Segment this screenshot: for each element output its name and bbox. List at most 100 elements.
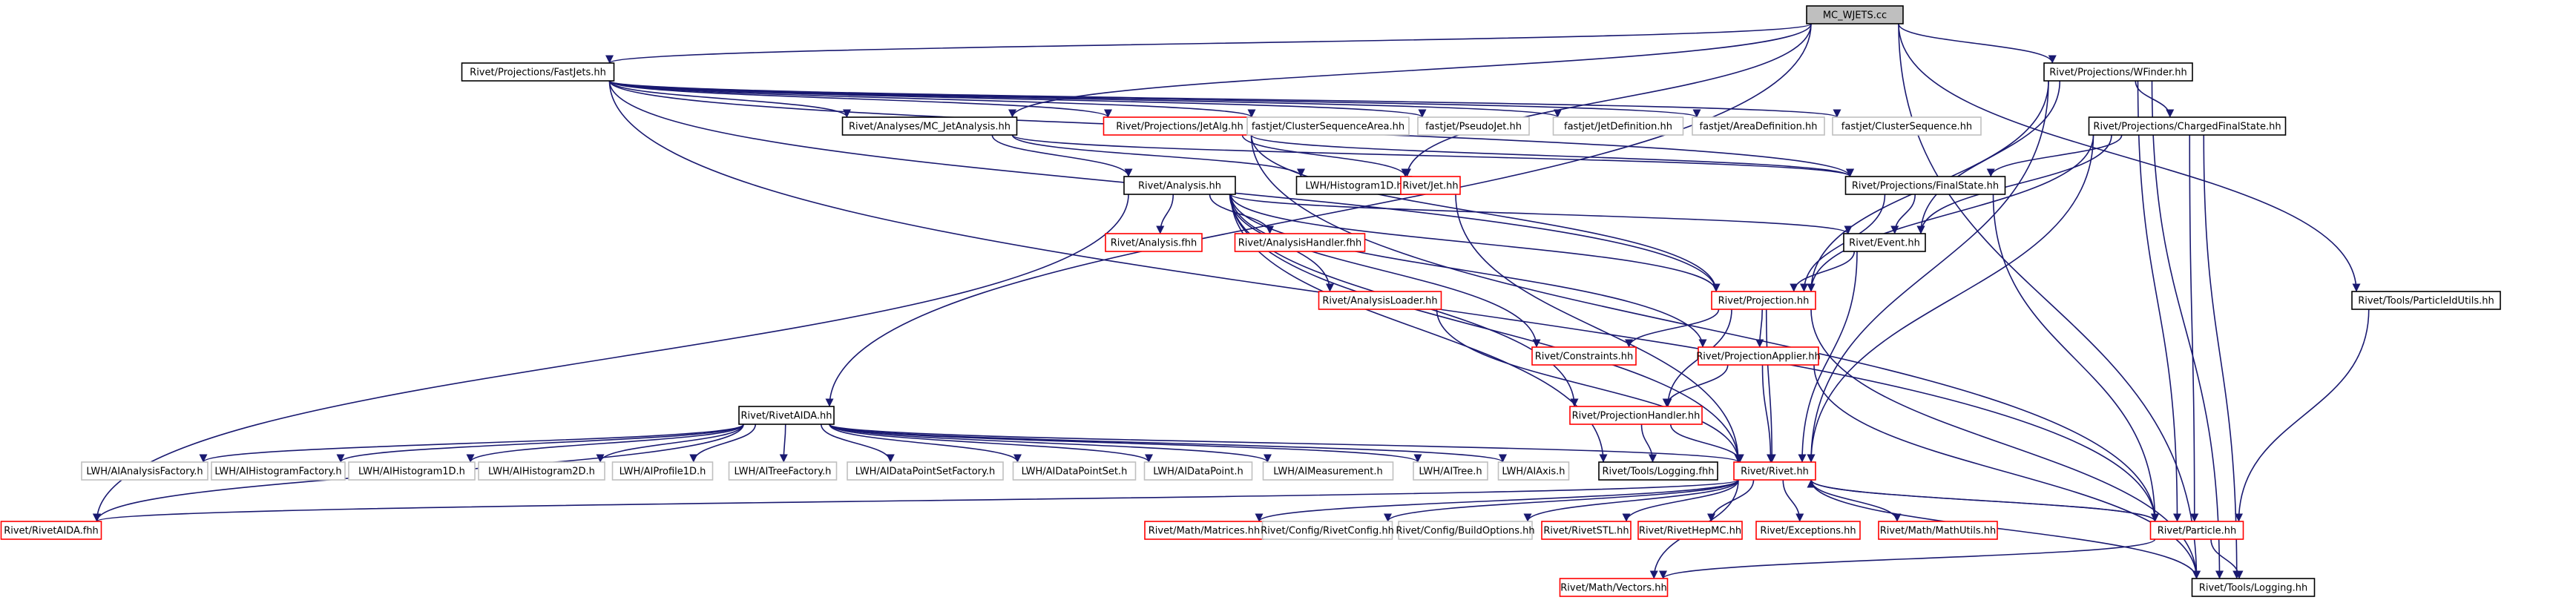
node-rivet[interactable]: Rivet/Rivet.hh: [1733, 461, 1816, 481]
dependency-edges: [92, 23, 2370, 579]
node-ai-dp[interactable]: LWH/AIDataPoint.h: [1143, 461, 1253, 481]
edge-rivetaida-to-ai_dp: [829, 424, 1153, 463]
node-ai-af[interactable]: LWH/AIAnalysisFactory.h: [81, 461, 208, 481]
node-particle[interactable]: Rivet/Particle.hh: [2149, 521, 2244, 540]
node-label: fastjet/AreaDefinition.hh: [1700, 122, 1818, 133]
node-ai-h1d[interactable]: LWH/AIHistogram1D.h: [348, 461, 476, 481]
node-box: [461, 62, 615, 82]
node-buildoptions[interactable]: Rivet/Config/BuildOptions.hh: [1396, 521, 1535, 540]
node-label: Rivet/Tools/Logging.hh: [2199, 583, 2307, 594]
node-analysisloader[interactable]: Rivet/AnalysisLoader.hh: [1318, 291, 1442, 310]
node-projhandler[interactable]: Rivet/ProjectionHandler.hh: [1569, 406, 1703, 425]
edge-analysis-to-event: [1230, 194, 1853, 234]
node-jetalg[interactable]: Rivet/Projections/JetAlg.hh: [1103, 116, 1257, 136]
node-analysis[interactable]: Rivet/Analysis.hh: [1123, 176, 1236, 195]
node-analysishandler-fhh[interactable]: Rivet/AnalysisHandler.fhh: [1234, 233, 1366, 252]
node-ai-axis[interactable]: LWH/AIAxis.h: [1497, 461, 1570, 481]
node-rivetaida[interactable]: Rivet/RivetAIDA.hh: [738, 406, 835, 425]
node-box: [2088, 116, 2287, 136]
node-label: Rivet/Event.hh: [1849, 238, 1920, 249]
node-fastjets[interactable]: Rivet/Projections/FastJets.hh: [461, 62, 615, 82]
node-ai-meas[interactable]: LWH/AIMeasurement.h: [1262, 461, 1394, 481]
edge-wfinder-to-chargedfs: [2135, 80, 2175, 118]
edge-rivetaida-to-ai_af: [199, 424, 744, 463]
edge-rivet-to-logging: [1810, 479, 2201, 579]
node-label: Rivet/Math/MathUtils.hh: [1880, 526, 1996, 537]
node-rivetconfig[interactable]: Rivet/Config/RivetConfig.hh: [1261, 521, 1394, 540]
edge-rivet-to-rivetstl: [1622, 479, 1739, 522]
node-lwh-h1d[interactable]: LWH/Histogram1D.h: [1295, 176, 1413, 195]
node-label: Rivet/AnalysisHandler.fhh: [1238, 238, 1362, 249]
node-ai-tf[interactable]: LWH/AITreeFactory.h: [728, 461, 838, 481]
edge-projapplier-to-logging: [1813, 364, 2201, 579]
node-ai-hf[interactable]: LWH/AIHistogramFactory.h: [211, 461, 346, 481]
node-analysis-fhh[interactable]: Rivet/Analysis.fhh: [1105, 233, 1203, 252]
node-vectors[interactable]: Rivet/Math/Vectors.hh: [1559, 578, 1669, 597]
node-box: [1318, 291, 1442, 310]
node-logging[interactable]: Rivet/Tools/Logging.hh: [2191, 578, 2316, 597]
edge-finalstate-to-event: [1890, 194, 1916, 234]
node-label: fastjet/JetDefinition.hh: [1564, 122, 1672, 133]
edge-wfinder-to-logging: [2151, 80, 2224, 579]
edge-mc_wjets-to-fastjets: [605, 23, 1812, 64]
node-ai-dpsf[interactable]: LWH/AIDataPointSetFactory.h: [847, 461, 1004, 481]
node-jetdef[interactable]: fastjet/JetDefinition.hh: [1552, 116, 1684, 136]
node-mathutils[interactable]: Rivet/Math/MathUtils.hh: [1878, 521, 1998, 540]
node-label: LWH/AIAnalysisFactory.h: [86, 467, 203, 478]
node-label: Rivet/RivetAIDA.hh: [740, 411, 832, 422]
edge-chargedfs-to-event: [1916, 134, 2112, 234]
node-box: [1234, 233, 1366, 252]
node-box: [1692, 116, 1825, 136]
edge-rivetaida-to-ai_meas: [829, 424, 1272, 463]
node-label: Rivet/Math/Vectors.hh: [1560, 583, 1667, 594]
node-box: [1246, 116, 1410, 136]
node-label: Rivet/Exceptions.hh: [1760, 526, 1856, 537]
edge-analysis-to-constraints: [1230, 194, 1541, 348]
edge-jetalg-to-projection: [1250, 134, 1721, 292]
node-rivetaida-fhh[interactable]: Rivet/RivetAIDA.fhh: [0, 521, 102, 540]
node-label: Rivet/ProjectionHandler.hh: [1572, 411, 1701, 422]
node-pseudojet[interactable]: fastjet/PseudoJet.hh: [1417, 116, 1530, 136]
node-chargedfs[interactable]: Rivet/Projections/ChargedFinalState.hh: [2088, 116, 2287, 136]
node-ai-dps[interactable]: LWH/AIDataPointSet.h: [1012, 461, 1137, 481]
node-constraints[interactable]: Rivet/Constraints.hh: [1531, 346, 1637, 366]
node-projapplier[interactable]: Rivet/ProjectionApplier.hh: [1696, 346, 1821, 366]
edge-mc_wjets-to-lwh_h1d: [1402, 23, 1812, 177]
node-wfinder[interactable]: Rivet/Projections/WFinder.hh: [2043, 62, 2193, 82]
node-exceptions[interactable]: Rivet/Exceptions.hh: [1755, 521, 1861, 540]
edge-fastjets-to-mc_jetanalysis: [608, 80, 851, 118]
node-rivethepmc[interactable]: Rivet/RivetHepMC.hh: [1637, 521, 1743, 540]
node-label: Rivet/Analyses/MC_JetAnalysis.hh: [849, 122, 1011, 133]
node-areadef[interactable]: fastjet/AreaDefinition.hh: [1692, 116, 1825, 136]
node-label: Rivet/Projections/JetAlg.hh: [1116, 122, 1243, 133]
node-ai-h2d[interactable]: LWH/AIHistogram2D.h: [478, 461, 605, 481]
node-matrices[interactable]: Rivet/Math/Matrices.hh: [1144, 521, 1264, 540]
node-rivetstl[interactable]: Rivet/RivetSTL.hh: [1541, 521, 1632, 540]
edge-projapplier-to-rivet: [1761, 364, 1775, 463]
edge-jet-to-rivet: [1455, 194, 1743, 463]
node-label: MC_WJETS.cc: [1823, 10, 1887, 22]
node-box: [728, 461, 838, 481]
node-box: [2149, 521, 2244, 540]
node-particleidutils[interactable]: Rivet/Tools/ParticleIdUtils.hh: [2351, 291, 2501, 310]
node-projection[interactable]: Rivet/Projection.hh: [1711, 291, 1816, 310]
node-box: [1417, 116, 1530, 136]
edge-particleidutils-to-particle: [2234, 309, 2370, 522]
node-finalstate[interactable]: Rivet/Projections/FinalState.hh: [1844, 176, 2006, 195]
edge-mc_jetanalysis-to-analysis: [991, 134, 1133, 177]
node-box: [0, 521, 102, 540]
node-mc-wjets[interactable]: MC_WJETS.cc: [1806, 5, 1904, 24]
node-ai-tree[interactable]: LWH/AITree.h: [1413, 461, 1488, 481]
node-mc-jetanalysis[interactable]: Rivet/Analyses/MC_JetAnalysis.hh: [841, 116, 1018, 136]
edge-projection-to-rivet: [1765, 309, 1776, 463]
node-event[interactable]: Rivet/Event.hh: [1843, 233, 1926, 252]
node-clusterseq[interactable]: fastjet/ClusterSequence.hh: [1832, 116, 1982, 136]
node-box: [81, 461, 208, 481]
node-logging-fhh[interactable]: Rivet/Tools/Logging.fhh: [1598, 461, 1718, 481]
node-box: [847, 461, 1004, 481]
node-jet[interactable]: Rivet/Jet.hh: [1400, 176, 1461, 195]
node-cs-area[interactable]: fastjet/ClusterSequenceArea.hh: [1246, 116, 1410, 136]
edge-particle-to-rivet: [1807, 479, 2156, 522]
node-label: LWH/AITree.h: [1419, 467, 1482, 478]
node-ai-p1d[interactable]: LWH/AIProfile1D.h: [611, 461, 714, 481]
